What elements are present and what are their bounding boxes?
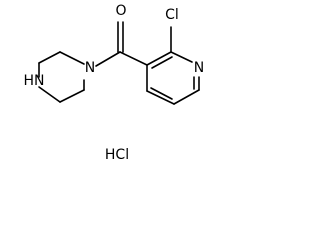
- bond-carbonyl-to-pyridine: [119, 51, 148, 66]
- bond-piperazine-n4-c3: [59, 51, 85, 65]
- bond-pyridine-c5-c4-inner: [150, 87, 173, 100]
- oxygen-label: O: [115, 3, 126, 19]
- bond-piperazine-n1-c6: [38, 86, 61, 103]
- bond-pyridine-c3-c2: [146, 51, 172, 66]
- bond-pyridine-c5-c4: [146, 90, 175, 105]
- bond-piperazine-c3-c2: [38, 51, 61, 64]
- amide-nitrogen-label: N: [85, 60, 95, 76]
- chlorine-label: Cl: [165, 7, 179, 23]
- bond-pyridine-c3-c2-inner: [151, 56, 173, 69]
- pyridine-nitrogen-label: N: [194, 60, 204, 76]
- bond-n4-carbonyl-carbon: [95, 51, 121, 67]
- bond-piperazine-c6-c5: [59, 89, 85, 103]
- amine-nitrogen-label: HN: [24, 73, 45, 89]
- bond-pyridine-c6-c5: [173, 89, 200, 105]
- bond-pyridine-c2-n1: [170, 51, 193, 63]
- chemical-structure: O Cl N N HN HCl: [24, 3, 205, 163]
- hydrochloride-label: HCl: [105, 147, 129, 163]
